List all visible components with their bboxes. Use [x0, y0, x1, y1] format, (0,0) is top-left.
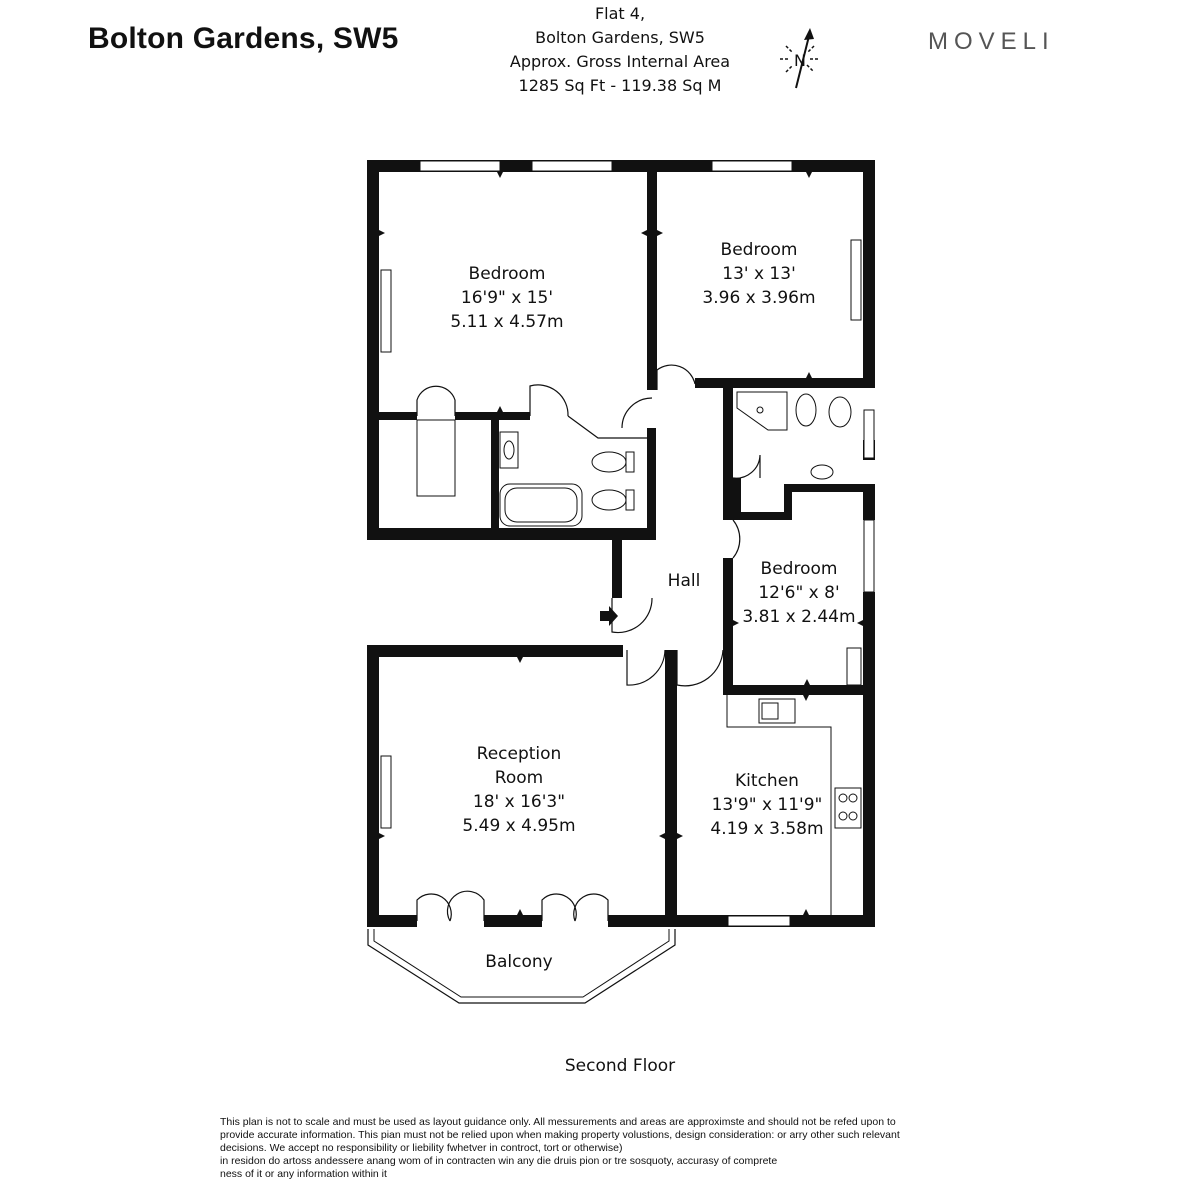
room-name: Kitchen: [735, 771, 799, 791]
measurement-ticks: [379, 172, 863, 915]
disclaimer-line: This plan is not to scale and must be us…: [220, 1116, 896, 1128]
brand-logo: MOVELI: [928, 28, 1055, 55]
room-imperial: 18' x 16'3": [472, 792, 566, 812]
room-name: Bedroom: [720, 240, 798, 260]
room-bedroom-1: Bedroom 16'9" x 15' 5.11 x 4.57m: [450, 262, 563, 334]
compass-letter: N: [794, 51, 806, 70]
room-metric: 5.11 x 4.57m: [450, 312, 564, 332]
room-imperial: 12'6" x 8': [758, 583, 840, 603]
toilet-icon: [591, 451, 627, 473]
shower-drain-icon: [756, 406, 764, 414]
room-name: Hall: [667, 571, 701, 591]
room-name: Balcony: [485, 952, 553, 972]
room-name-line-1: Reception: [476, 744, 562, 764]
room-balcony: Balcony: [485, 950, 552, 974]
bath-inner-icon: [504, 487, 578, 523]
disclaimer-line: in residon do artoss andessere anang wom…: [220, 1155, 778, 1167]
room-metric: 5.49 x 4.95m: [462, 816, 576, 836]
toilet-cistern-icon: [625, 451, 635, 473]
bidet-icon: [591, 489, 627, 511]
compass-icon: N: [776, 26, 824, 92]
disclaimer: This plan is not to scale and must be us…: [220, 1116, 1000, 1181]
disclaimer-line: ness of it or any information within it: [220, 1168, 387, 1180]
room-name: Bedroom: [468, 264, 546, 284]
door-swings: [416, 364, 761, 922]
property-details: Flat 4, Bolton Gardens, SW5 Approx. Gros…: [490, 2, 750, 98]
balcony-outline: [367, 929, 676, 1004]
shower-bidet-icon: [828, 396, 852, 428]
balcony-inner: [373, 929, 670, 998]
room-metric: 4.19 x 3.58m: [710, 819, 824, 839]
room-bedroom-3: Bedroom 12'6" x 8' 3.81 x 2.44m: [742, 557, 855, 629]
room-metric: 3.96 x 3.96m: [702, 288, 816, 308]
shower-basin-icon: [810, 464, 834, 480]
room-hall: Hall: [668, 569, 701, 593]
radiators: [380, 239, 862, 829]
disclaimer-line: decisions. We accept no responsibility o…: [220, 1142, 623, 1154]
floor-label: Second Floor: [564, 1056, 676, 1076]
bathroom-fixtures: [499, 391, 852, 527]
room-reception: Reception Room 18' x 16'3" 5.49 x 4.95m: [462, 742, 575, 838]
room-kitchen: Kitchen 13'9" x 11'9" 4.19 x 3.58m: [710, 769, 823, 841]
entrance-arrow-icon: [600, 606, 618, 626]
address-line-2: Bolton Gardens, SW5: [535, 28, 705, 47]
property-title: Bolton Gardens, SW5: [88, 22, 399, 55]
room-bedroom-2: Bedroom 13' x 13' 3.96 x 3.96m: [702, 238, 815, 310]
sink-bowl-icon: [761, 702, 779, 720]
disclaimer-line: provide accurate information. This pian …: [220, 1129, 900, 1141]
area-value: 1285 Sq Ft - 119.38 Sq M: [518, 76, 722, 95]
kitchen-fittings: [726, 695, 862, 915]
shower-toilet-icon: [795, 393, 817, 427]
room-imperial: 13' x 13': [722, 264, 796, 284]
bidet-cistern-icon: [625, 489, 635, 511]
windows: [419, 160, 875, 927]
room-metric: 3.81 x 2.44m: [742, 607, 856, 627]
room-imperial: 16'9" x 15': [460, 288, 554, 308]
basin-bowl-icon: [503, 440, 515, 460]
room-imperial: 13'9" x 11'9": [711, 795, 823, 815]
wardrobe-icon: [416, 419, 456, 497]
hob-icon: [834, 787, 862, 829]
address-line-1: Flat 4,: [594, 4, 646, 23]
room-name-line-2: Room: [494, 768, 544, 788]
area-label: Approx. Gross Internal Area: [509, 52, 731, 71]
room-name: Bedroom: [760, 559, 838, 579]
